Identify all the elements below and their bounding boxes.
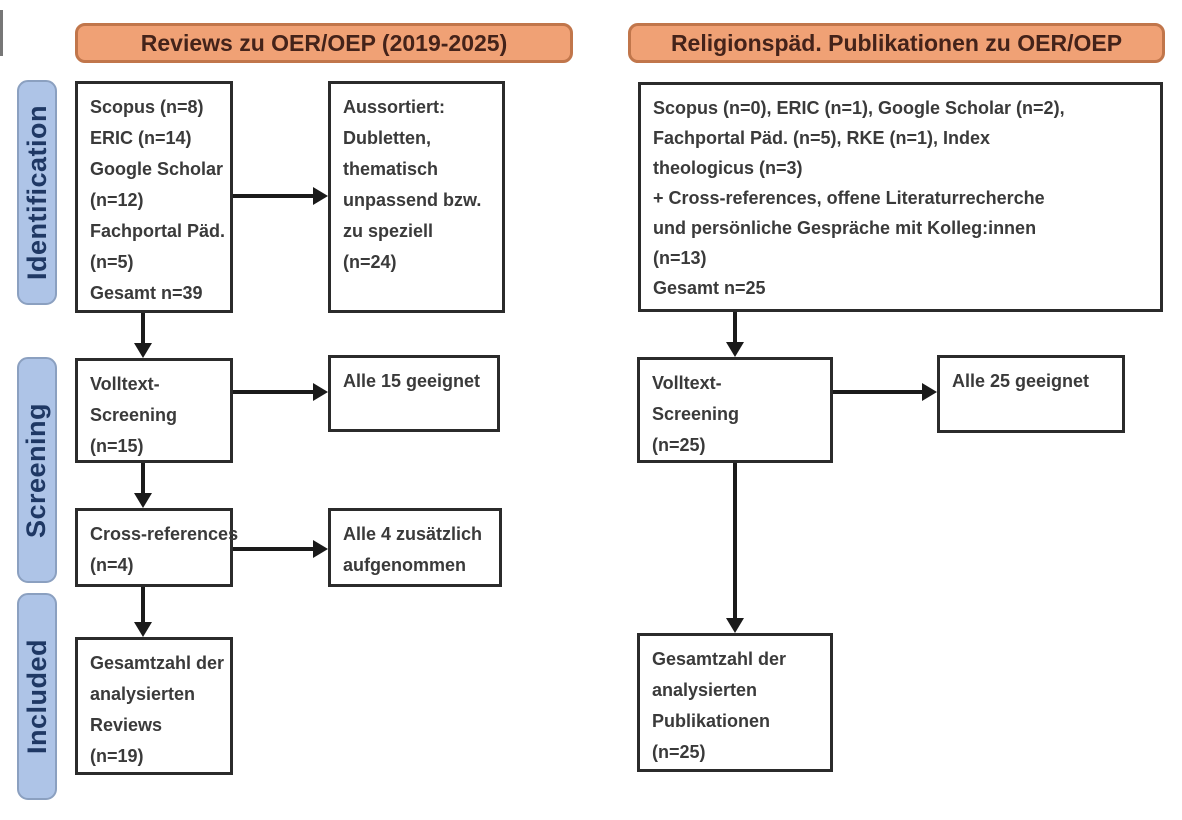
stage-label-included-text: Included (21, 638, 52, 755)
arrow-right-fulltext-to-included (726, 463, 744, 633)
arrow-head (313, 540, 328, 558)
arrow-shaft (233, 547, 315, 551)
arrow-left-crossref-to-included (134, 587, 152, 637)
arrow-left-crossref-to-result (233, 540, 328, 558)
arrow-head (313, 187, 328, 205)
arrow-shaft (233, 390, 315, 394)
arrow-shaft (833, 390, 924, 394)
arrow-head (922, 383, 937, 401)
box-right-fulltext-screening: Volltext- Screening (n=25) (637, 357, 833, 463)
box-left-included-total: Gesamtzahl der analysierten Reviews (n=1… (75, 637, 233, 775)
stage-label-screening-text: Screening (21, 402, 52, 538)
arrow-left-fulltext-to-result (233, 383, 328, 401)
arrow-left-sources-to-fulltext (134, 313, 152, 358)
arrow-shaft (233, 194, 315, 198)
arrow-right-fulltext-to-result (833, 383, 937, 401)
arrow-shaft (141, 463, 145, 495)
arrow-right-sources-to-fulltext (726, 312, 744, 357)
arrow-shaft (141, 313, 145, 345)
box-right-fulltext-result: Alle 25 geeignet (937, 355, 1125, 433)
box-left-fulltext-result: Alle 15 geeignet (328, 355, 500, 432)
left-edge-artifact (0, 10, 3, 56)
box-right-sources: Scopus (n=0), ERIC (n=1), Google Scholar… (638, 82, 1163, 312)
arrow-head (726, 342, 744, 357)
arrow-head (313, 383, 328, 401)
arrow-shaft (733, 463, 737, 620)
arrow-head (726, 618, 744, 633)
stage-label-identification-text: Identification (21, 105, 52, 280)
box-left-crossref-result: Alle 4 zusätzlich aufgenommen (328, 508, 502, 587)
arrow-head (134, 343, 152, 358)
stage-label-included: Included (17, 593, 57, 800)
box-right-included-total: Gesamtzahl der analysierten Publikatione… (637, 633, 833, 772)
box-left-fulltext-screening: Volltext- Screening (n=15) (75, 358, 233, 463)
arrow-shaft (733, 312, 737, 344)
box-left-crossreferences: Cross-references (n=4) (75, 508, 238, 587)
arrow-left-sources-to-excluded (233, 187, 328, 205)
arrow-left-fulltext-to-crossref (134, 463, 152, 508)
column-header-reviews: Reviews zu OER/OEP (2019-2025) (75, 23, 573, 63)
column-header-religionspaed: Religionspäd. Publikationen zu OER/OEP (628, 23, 1165, 63)
arrow-head (134, 493, 152, 508)
box-left-sources: Scopus (n=8) ERIC (n=14) Google Scholar … (75, 81, 233, 313)
arrow-head (134, 622, 152, 637)
stage-label-identification: Identification (17, 80, 57, 305)
arrow-shaft (141, 587, 145, 624)
stage-label-screening: Screening (17, 357, 57, 583)
box-left-excluded: Aussortiert: Dubletten, thematisch unpas… (328, 81, 505, 313)
